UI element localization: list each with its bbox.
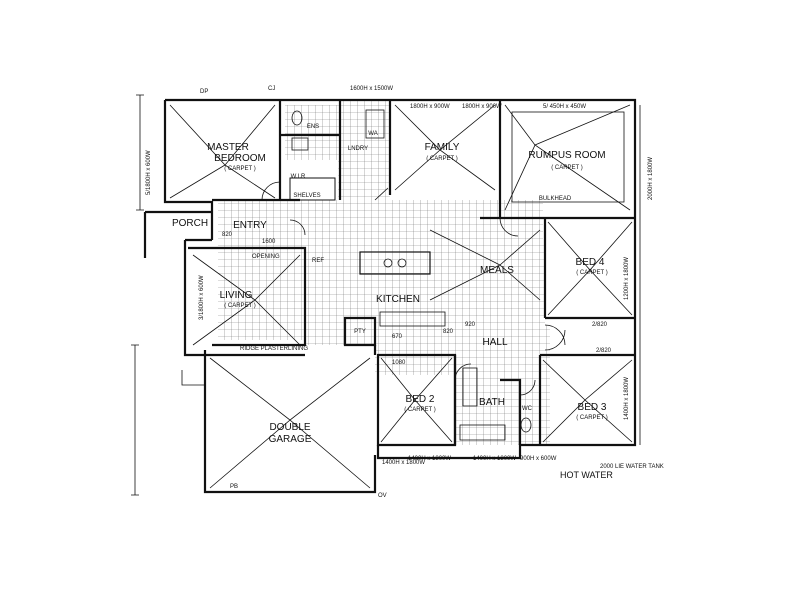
living-label: LIVING xyxy=(220,290,253,301)
dim-rumpus-window: 2000H x 1800W xyxy=(648,157,654,200)
rumpus-room-label: RUMPUS ROOM xyxy=(528,150,605,161)
wc-label: WC xyxy=(522,406,533,412)
garage-label-1: DOUBLE xyxy=(269,422,310,433)
ref-label: REF xyxy=(312,258,324,264)
annotations: 1600 OPENING RIDGE PLASTERLINING 2000 LI… xyxy=(146,86,664,499)
bed3-carpet-label: ( CARPET ) xyxy=(576,415,608,421)
hall-label: HALL xyxy=(482,337,507,348)
bulkhead-label: BULKHEAD xyxy=(539,196,572,202)
fixtures xyxy=(291,109,532,441)
bed3-label: BED 3 xyxy=(578,402,607,413)
room-labels: MASTER BEDROOM ( CARPET ) W.I.R SHELVES … xyxy=(172,124,608,445)
porch-label: PORCH xyxy=(172,218,208,229)
bed2-carpet-label: ( CARPET ) xyxy=(404,407,436,413)
rumpus-carpet-label: ( CARPET ) xyxy=(551,165,583,171)
entry-label: ENTRY xyxy=(233,220,267,231)
wir-label: W.I.R xyxy=(291,174,306,180)
living-carpet-label: ( CARPET ) xyxy=(224,303,256,309)
dim-bed2-window: 1400H x 1800W xyxy=(408,456,451,462)
dim-bed3-door: 2/820 xyxy=(596,348,612,354)
pb-mark: PB xyxy=(230,484,238,490)
outer-walls xyxy=(143,98,637,494)
interior-walls xyxy=(188,100,635,447)
dim-kitchen-door: 670 xyxy=(392,334,403,340)
dim-entry-door: 820 xyxy=(222,232,233,238)
dp-mark: DP xyxy=(200,89,208,95)
dim-wc-window: 900H x 600W xyxy=(520,456,557,462)
water-tank-label: 2000 LIE WATER TANK xyxy=(600,464,664,470)
laundry-label: LNDRY xyxy=(348,146,368,152)
dim-bed2-door: 1080 xyxy=(392,360,406,366)
meals-label: MEALS xyxy=(480,265,514,276)
dim-bed4-door: 2/820 xyxy=(592,322,608,328)
dim-window-1: 1800H x 900W xyxy=(410,104,450,110)
master-carpet-label: ( CARPET ) xyxy=(224,166,256,172)
door-swings xyxy=(261,181,566,396)
dim-opening: 920 xyxy=(465,322,476,328)
shelves-label: SHELVES xyxy=(293,193,320,199)
master-bedroom-label-2: BEDROOM xyxy=(214,153,266,164)
dim-top-1: 1600H x 1500W xyxy=(350,86,393,92)
hot-water-label: HOT WATER xyxy=(560,470,613,480)
dim-bed3-window: 1400H x 1800W xyxy=(624,377,630,420)
cj-mark: CJ xyxy=(268,86,275,92)
bath-label: BATH xyxy=(479,397,505,408)
opening-number: 1600 xyxy=(262,239,276,245)
family-carpet-label: ( CARPET ) xyxy=(426,156,458,162)
ensuite-label: ENS xyxy=(307,124,319,130)
kitchen-label: KITCHEN xyxy=(376,294,420,305)
bed2-label: BED 2 xyxy=(406,394,435,405)
dimension-lines xyxy=(131,94,641,496)
ceiling-lines xyxy=(169,104,633,489)
dim-window-2: 1800H x 900W xyxy=(462,104,502,110)
dim-living-window: 3/1800H x 600W xyxy=(199,275,205,320)
ov-mark: OV xyxy=(378,493,387,499)
opening-label: OPENING xyxy=(252,254,280,260)
bed4-label: BED 4 xyxy=(576,257,605,268)
ridge-label: RIDGE PLASTERLINING xyxy=(240,346,308,352)
kitchen-island xyxy=(359,251,446,327)
dim-bed4-window: 1200H x 1800W xyxy=(624,257,630,300)
garage-label-2: GARAGE xyxy=(269,434,312,445)
family-label: FAMILY xyxy=(425,142,460,153)
master-bedroom-label: MASTER xyxy=(207,142,249,153)
dim-garage-window: 1400H x 1800W xyxy=(382,460,425,466)
dim-hall-door: 820 xyxy=(443,329,454,335)
pantry-label: PTY xyxy=(354,329,366,335)
dim-window-3: 5/ 450H x 450W xyxy=(543,104,586,110)
dim-master-window: 5/1800H x 600W xyxy=(146,150,152,195)
dim-bath-window: 1400H x 1800W xyxy=(473,456,516,462)
bed4-carpet-label: ( CARPET ) xyxy=(576,270,608,276)
wa-label: WA xyxy=(368,131,377,137)
